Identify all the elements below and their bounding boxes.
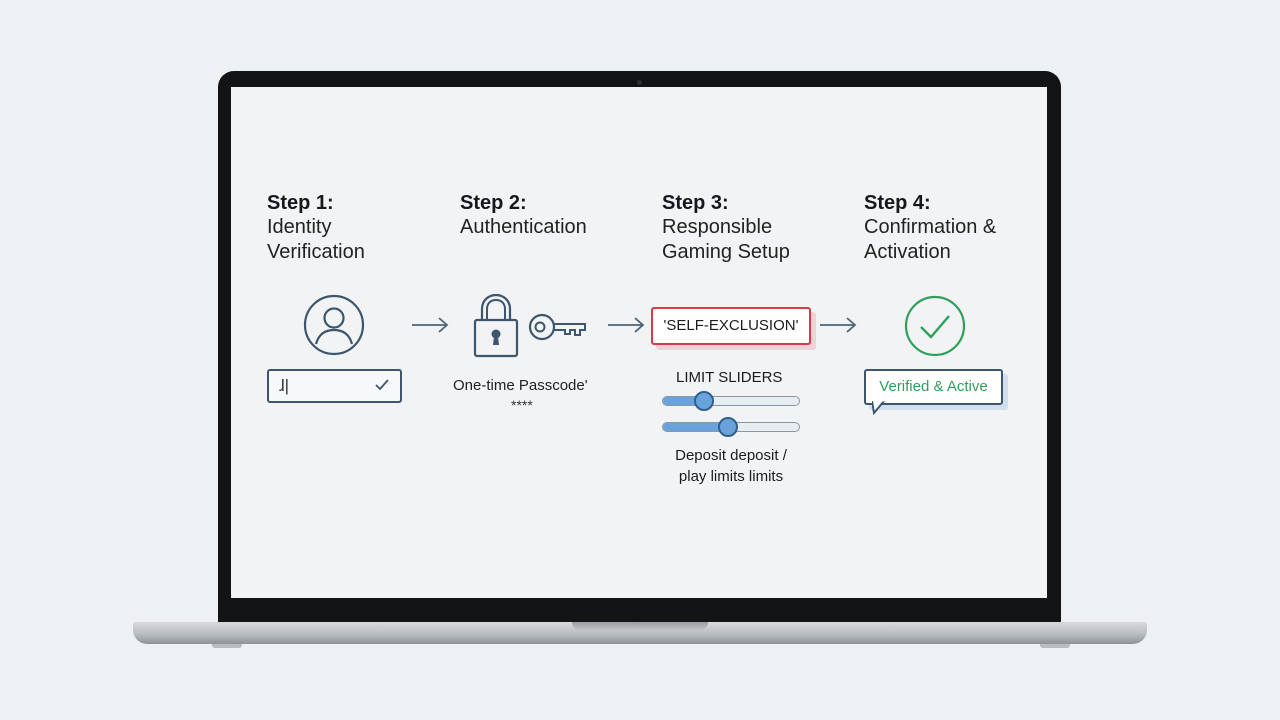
key-icon <box>528 313 586 341</box>
limits-caption-line2: play limits limits <box>678 468 784 485</box>
camera-dot <box>637 80 642 85</box>
laptop-foot <box>212 644 242 648</box>
speech-bubble-tail <box>872 401 885 415</box>
arrow-right-icon <box>820 317 857 333</box>
otp-masked-value: **** <box>511 397 533 413</box>
laptop-screen: Step 1: Identity Verification Step 2: Au… <box>231 87 1047 598</box>
step-3-title-line2: Gaming Setup <box>662 241 790 263</box>
limit-sliders-label: LIMIT SLIDERS <box>676 369 783 386</box>
step-2-title: Authentication <box>460 215 587 240</box>
step-1-title: Identity Verification <box>267 215 365 265</box>
identity-input-field[interactable]: ɺ| <box>267 369 402 403</box>
laptop-notch <box>572 622 708 631</box>
slider-thumb[interactable] <box>693 391 714 411</box>
slider-fill <box>663 423 729 431</box>
identity-input-text: ɺ| <box>279 376 290 395</box>
step-4-title-line1: Confirmation & <box>864 216 997 238</box>
play-limit-slider[interactable] <box>662 417 800 437</box>
step-2-title-line1: Authentication <box>460 216 587 238</box>
check-icon <box>375 379 389 391</box>
self-exclusion-button[interactable]: 'SELF-EXCLUSION' <box>651 307 811 345</box>
step-1-title-line1: Identity <box>267 216 332 238</box>
laptop-frame: Step 1: Identity Verification Step 2: Au… <box>218 71 1061 627</box>
laptop-foot <box>1040 644 1070 648</box>
slider-thumb[interactable] <box>718 417 739 437</box>
slider-fill <box>663 397 704 405</box>
otp-label: One-time Passcode' <box>453 377 588 394</box>
arrow-right-icon <box>412 317 449 333</box>
user-icon <box>303 294 365 356</box>
lock-icon <box>473 294 519 358</box>
status-badge: Verified & Active <box>864 369 1003 405</box>
step-4-number: Step 4: <box>864 192 931 214</box>
step-2-number: Step 2: <box>460 192 527 214</box>
step-3-number: Step 3: <box>662 192 729 214</box>
limits-caption: Deposit deposit / play limits limits <box>651 445 811 487</box>
limits-caption-line1: Deposit deposit / <box>675 447 787 464</box>
step-4-title: Confirmation & Activation <box>864 215 996 265</box>
check-circle-icon <box>904 295 966 357</box>
step-3-title: Responsible Gaming Setup <box>662 215 790 265</box>
step-1-number: Step 1: <box>267 192 334 214</box>
laptop-base <box>133 622 1147 644</box>
step-4-title-line2: Activation <box>864 241 951 263</box>
deposit-limit-slider[interactable] <box>662 391 800 411</box>
arrow-right-icon <box>608 317 645 333</box>
step-1-title-line2: Verification <box>267 241 365 263</box>
step-3-title-line1: Responsible <box>662 216 773 238</box>
